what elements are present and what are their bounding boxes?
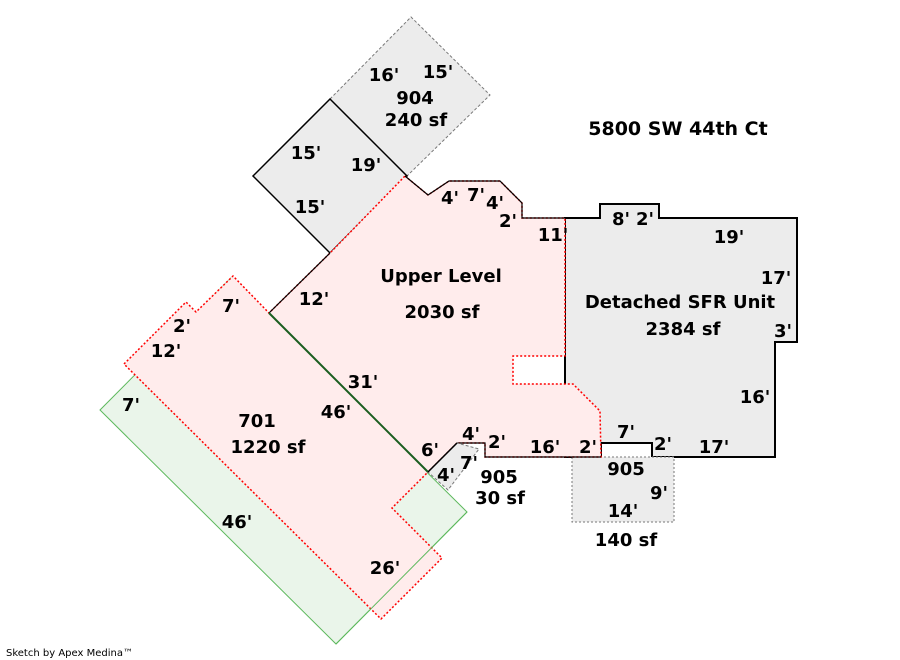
dimension-label: 2'	[499, 211, 517, 232]
dimension-label: 17'	[761, 268, 792, 289]
dimension-label: 2'	[488, 432, 506, 453]
area-size: 240 sf	[385, 110, 448, 131]
dimension-label: 19'	[351, 155, 382, 176]
dimension-label: 46'	[222, 512, 253, 533]
dimension-label: 16'	[530, 437, 561, 458]
deck-904-outline	[329, 16, 491, 177]
dimension-label: 7'	[467, 185, 485, 206]
dimension-label: 2'	[579, 437, 597, 458]
area-size: 30 sf	[475, 488, 525, 509]
dimension-label: 7'	[122, 395, 140, 416]
dimension-label: 15'	[291, 143, 322, 164]
porch-905-large-outline	[571, 456, 675, 523]
dimension-label: 16'	[740, 387, 771, 408]
credit-label: Sketch by Apex Medina™	[6, 648, 133, 659]
dimension-label: 2'	[654, 434, 672, 455]
dimension-label: 9'	[650, 483, 668, 504]
area-code: 701	[238, 411, 276, 432]
area-size: 2030 sf	[405, 302, 480, 323]
dimension-label: 19'	[714, 227, 745, 248]
area-name: Upper Level	[380, 266, 502, 287]
area-code: 905	[480, 467, 518, 488]
dimension-label: 6'	[421, 440, 439, 461]
area-size: 2384 sf	[646, 319, 721, 340]
dimension-label: 3'	[774, 321, 792, 342]
area-code: 905	[607, 459, 645, 480]
dimension-label: 2'	[636, 209, 654, 230]
dimension-label: 4'	[437, 465, 455, 486]
area-name: Detached SFR Unit	[585, 292, 776, 313]
dimension-label: 26'	[370, 558, 401, 579]
dimension-label: 4'	[441, 188, 459, 209]
dimension-label: 15'	[295, 197, 326, 218]
green-edge	[335, 511, 468, 645]
dimension-label: 14'	[608, 501, 639, 522]
dimension-label: 7'	[617, 422, 635, 443]
dimension-label: 15'	[423, 62, 454, 83]
dimension-label: 4'	[462, 424, 480, 445]
dimension-label: 8'	[612, 209, 630, 230]
area-code: 904	[396, 88, 434, 109]
dimension-label: 12'	[299, 289, 330, 310]
dimension-label: 11'	[538, 225, 569, 246]
dimension-label: 31'	[348, 372, 379, 393]
dimension-label: 16'	[369, 65, 400, 86]
dimension-label: 7'	[222, 296, 240, 317]
dimension-label: 17'	[699, 437, 730, 458]
dimension-label: 7'	[460, 453, 478, 474]
address-label: 5800 SW 44th Ct	[588, 118, 767, 140]
shared-wall	[268, 312, 429, 473]
area-size: 140 sf	[595, 530, 658, 551]
dimension-label: 46'	[321, 402, 352, 423]
dimension-label: 4'	[486, 193, 504, 214]
dimension-label: 12'	[151, 341, 182, 362]
dimension-label: 2'	[173, 316, 191, 337]
area-size: 1220 sf	[231, 437, 306, 458]
